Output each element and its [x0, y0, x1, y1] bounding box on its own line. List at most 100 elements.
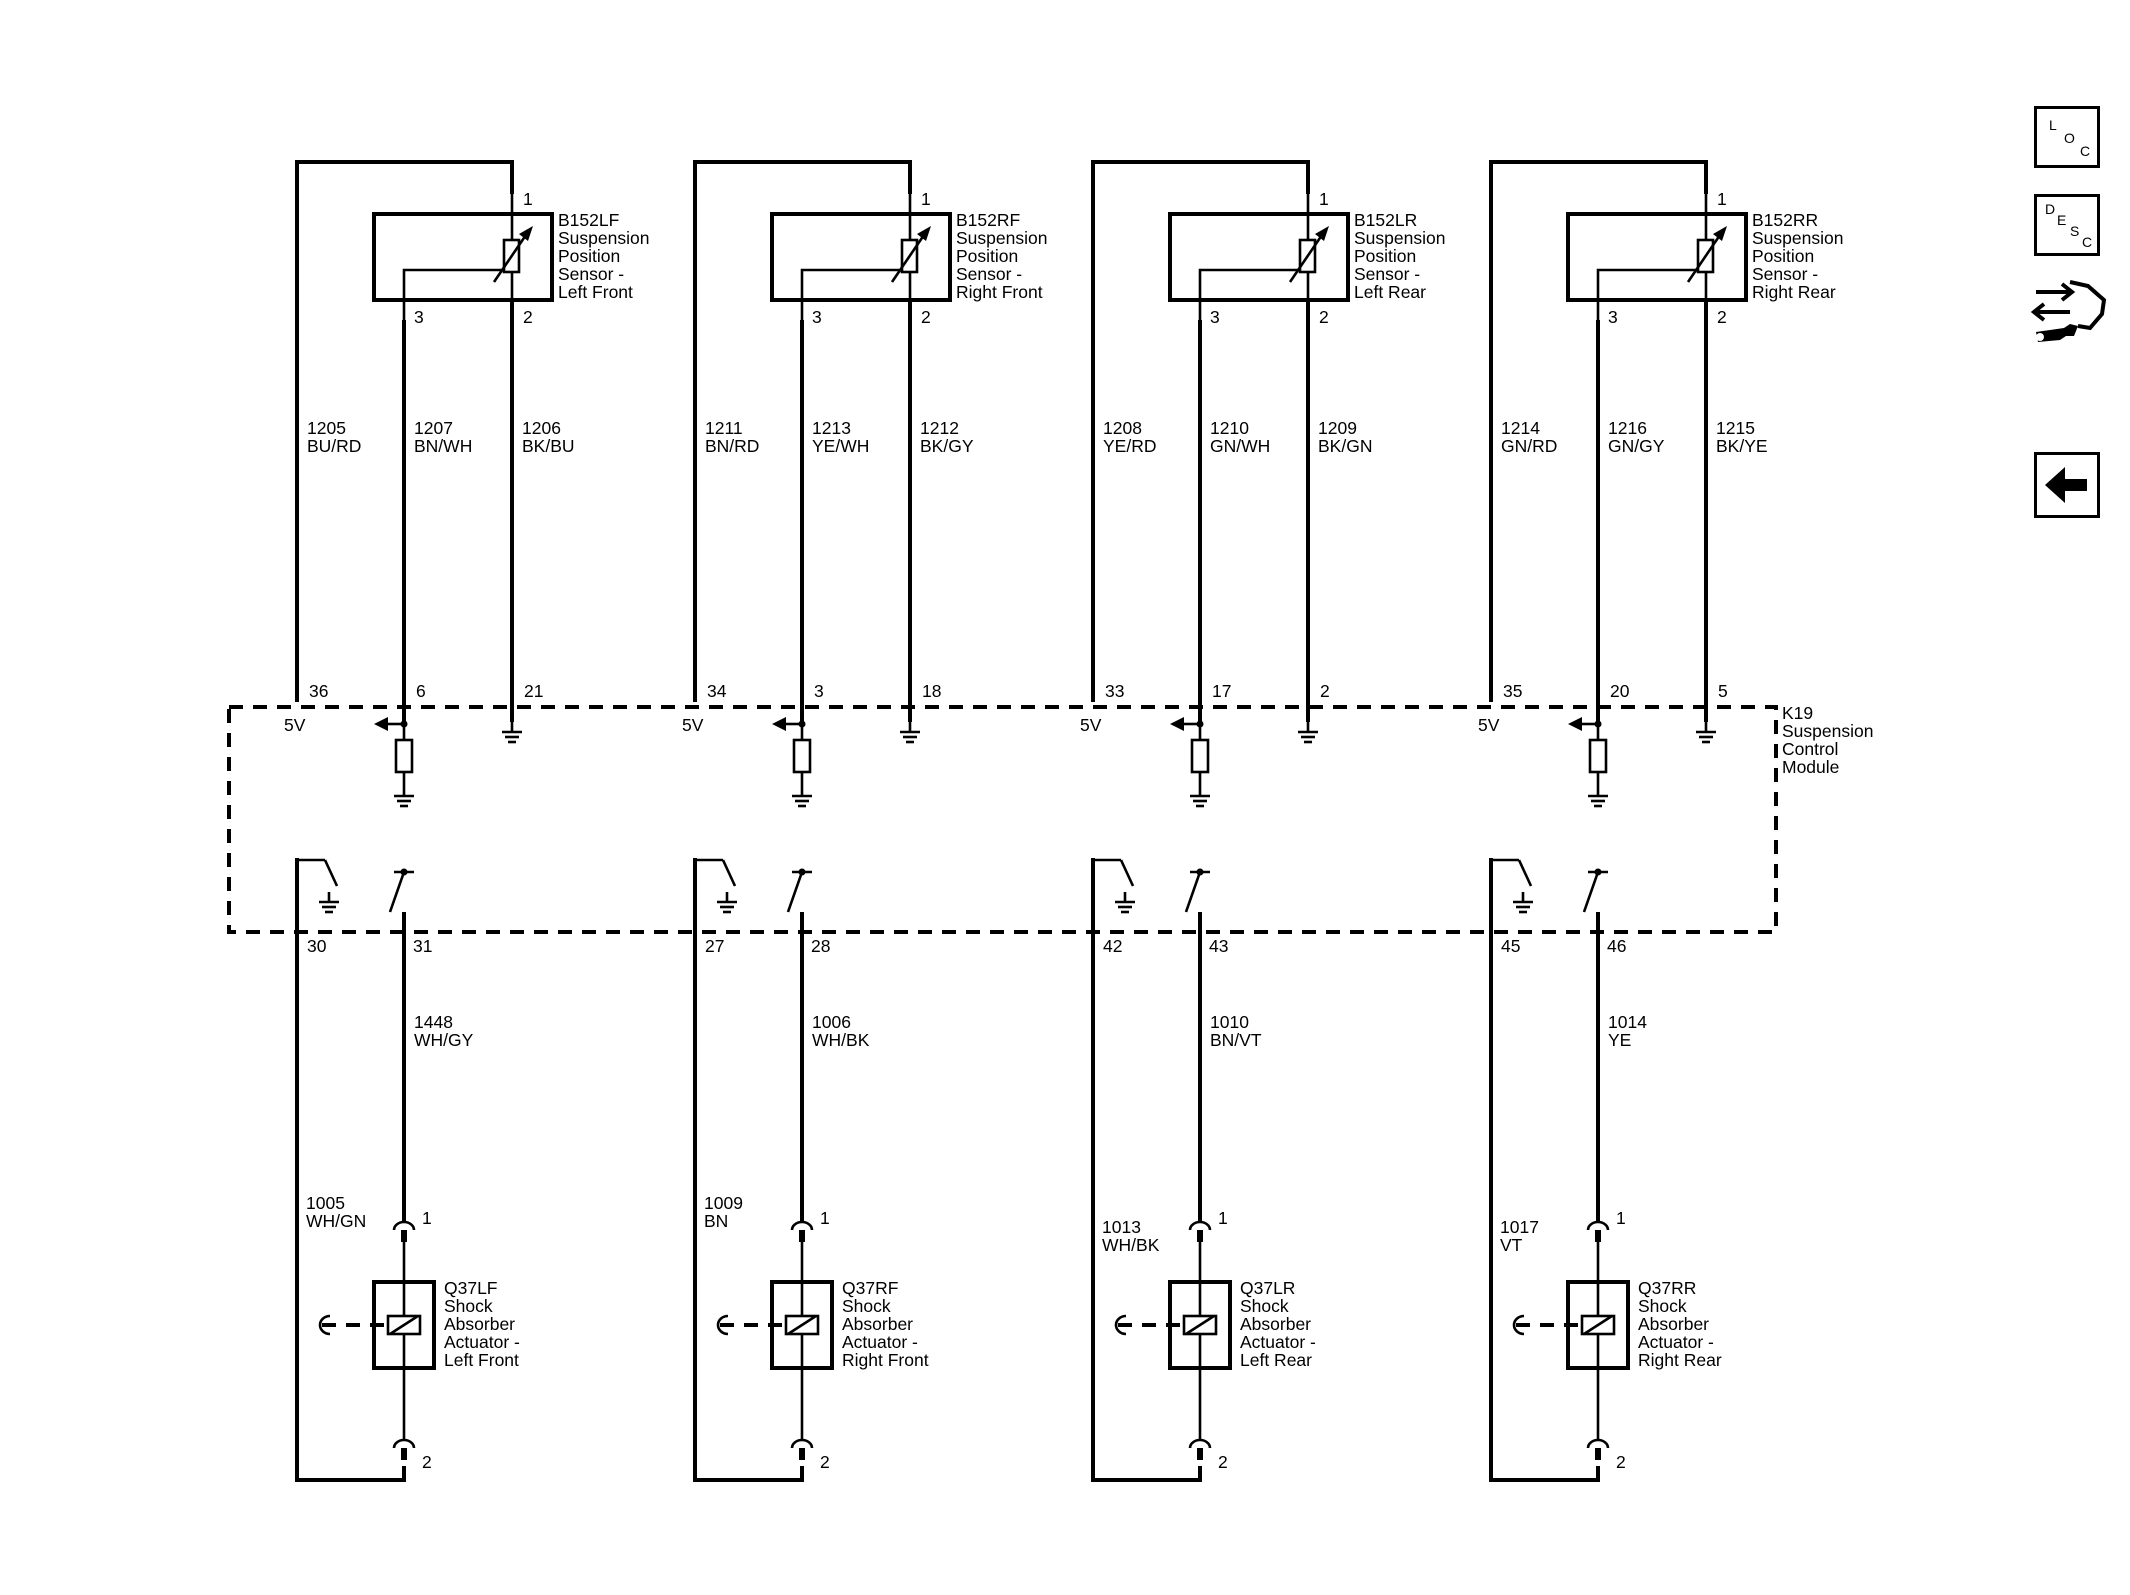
module-boundary [227, 705, 1778, 934]
drive-switch-contact [388, 871, 406, 913]
wire-circuit-1: 1214 [1501, 418, 1540, 438]
sensor-ref: B152LF [558, 210, 619, 230]
potentiometer-arrow-head [519, 226, 533, 241]
potentiometer-arrow [1686, 231, 1724, 283]
back-button[interactable] [2034, 452, 2100, 518]
wire-5v-reference [1091, 160, 1310, 702]
wire-color-2: YE/WH [812, 436, 869, 456]
return-switch [693, 858, 723, 872]
sensor-pin-3: 3 [414, 307, 424, 327]
pull-down-resistor [792, 738, 812, 774]
return-pin: 42 [1103, 936, 1122, 956]
actuator-connector-1 [1586, 1220, 1610, 1242]
actuator-connector-1 [1188, 1220, 1212, 1242]
actuator-connector-1-cup [1586, 1220, 1610, 1231]
sensor-name-line-3: Sensor - [558, 264, 624, 284]
wire-5v-reference [693, 160, 912, 702]
loc-letter-o: O [2064, 130, 2075, 146]
actuator-connector-1-cup [392, 1220, 416, 1231]
sensor-name-line-4: Left Rear [1354, 282, 1426, 302]
sensor-pin-1: 1 [1717, 189, 1727, 209]
potentiometer-arrow-head [1315, 226, 1329, 241]
sensor-wiper-line [1198, 268, 1300, 320]
module-pin-3: 5 [1718, 681, 1728, 701]
sensor-ref: B152LR [1354, 210, 1417, 230]
connector-tool-button[interactable] [2030, 278, 2110, 352]
module-pin-2: 17 [1212, 681, 1231, 701]
sensor-name-line-1: Suspension [558, 228, 649, 248]
wire-circuit-2: 1210 [1210, 418, 1249, 438]
valve-icon [716, 1314, 729, 1336]
actuator-name-line-4: Right Front [842, 1350, 929, 1370]
return-color: WH/BK [1102, 1235, 1160, 1255]
arrow-left-icon [2045, 467, 2087, 503]
actuator-name-line-4: Left Rear [1240, 1350, 1312, 1370]
wire-5v-reference [1489, 160, 1708, 702]
wire-circuit-3: 1206 [522, 418, 561, 438]
actuator-connector-1 [392, 1220, 416, 1242]
drive-switch-contact [1582, 871, 1600, 913]
wire-actuator-return [1489, 858, 1600, 1482]
return-color: WH/GN [306, 1211, 366, 1231]
drive-color: WH/BK [812, 1030, 870, 1050]
module-pin-3: 21 [524, 681, 543, 701]
actuator-name-line-2: Absorber [1240, 1314, 1311, 1334]
return-switch [1091, 858, 1121, 872]
loc-letter-c: C [2080, 143, 2091, 159]
actuator-connector-2 [392, 1438, 416, 1460]
actuator-pin-2: 2 [422, 1452, 432, 1472]
drive-color: WH/GY [414, 1030, 474, 1050]
module-ref: K19 [1782, 703, 1813, 723]
wire-color-3: BK/GN [1318, 436, 1372, 456]
signal-arrow-icon [772, 717, 786, 731]
actuator-connector-1-cup [790, 1220, 814, 1231]
wire-circuit-2: 1216 [1608, 418, 1647, 438]
desc-letter-s: S [2070, 223, 2080, 239]
signal-arrow-icon [1170, 717, 1184, 731]
potentiometer-arrow [1288, 231, 1326, 283]
actuator-pin-1: 1 [1218, 1208, 1228, 1228]
potentiometer-arrow [492, 231, 530, 283]
low-reference-ground-icon [502, 722, 522, 744]
drive-pin: 43 [1209, 936, 1228, 956]
actuator-connector-2 [1586, 1438, 1610, 1460]
actuator-pin-2: 2 [820, 1452, 830, 1472]
actuator-connector-2-cup [1586, 1438, 1610, 1449]
wire-color-3: BK/BU [522, 436, 575, 456]
module-pin-2: 6 [416, 681, 426, 701]
sensor-pin-2: 2 [921, 307, 931, 327]
valve-icon [1114, 1314, 1127, 1336]
potentiometer-arrow-head [917, 226, 931, 241]
module-name-line-3: Module [1782, 757, 1839, 777]
sensor-wiper-line [402, 268, 504, 320]
sensor-pin-2: 2 [1717, 307, 1727, 327]
potentiometer-arrow-head [1713, 226, 1727, 241]
actuator-connector-2-pin [401, 1448, 407, 1460]
desc-button[interactable]: D E S C [2034, 194, 2100, 256]
actuator-connector-2 [790, 1438, 814, 1460]
actuator-name-line-1: Shock [842, 1296, 891, 1316]
sensor-name-line-2: Position [1752, 246, 1814, 266]
actuator-connector-1-pin [1595, 1230, 1601, 1242]
return-color: BN [704, 1211, 728, 1231]
desc-letter-d: D [2045, 201, 2056, 217]
loc-button[interactable]: L O C [2034, 106, 2100, 168]
wire-color-3: BK/YE [1716, 436, 1768, 456]
suspension-control-module: K19 Suspension Control Module [227, 703, 1873, 934]
actuator-pin-1: 1 [820, 1208, 830, 1228]
module-pin-2: 3 [814, 681, 824, 701]
pull-down-resistor [394, 738, 414, 774]
module-pin-3: 18 [922, 681, 941, 701]
module-pin-1: 34 [707, 681, 727, 701]
wire-circuit-2: 1207 [414, 418, 453, 438]
wire-color-1: BU/RD [307, 436, 361, 456]
return-pin: 45 [1501, 936, 1520, 956]
return-switch-contact [323, 859, 339, 887]
sensor-name-line-3: Sensor - [956, 264, 1022, 284]
wire-actuator-return [693, 858, 804, 1482]
